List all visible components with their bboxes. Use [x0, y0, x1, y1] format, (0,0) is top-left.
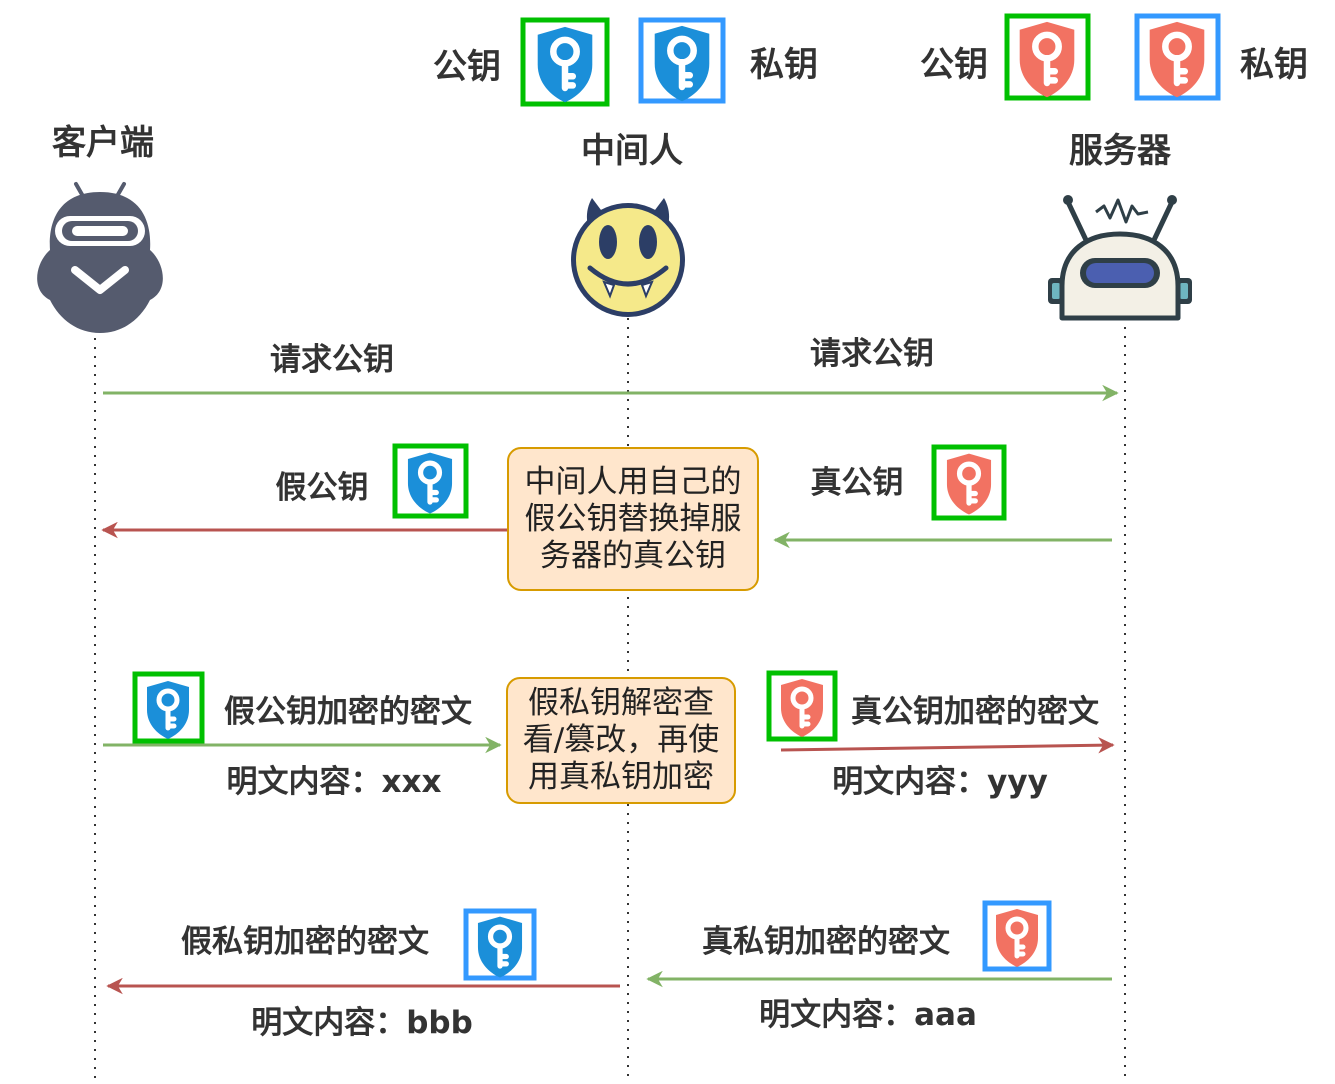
legend-server-public-label: 公钥	[920, 45, 988, 85]
devil-face-icon	[571, 198, 685, 317]
real-pubkey-label: 真公钥	[811, 465, 904, 501]
legend-server-public: 公钥	[920, 13, 1091, 101]
enc-fake-priv-label: 假私钥加密的密文	[181, 924, 429, 960]
legend-mitm-private-label: 私钥	[750, 45, 818, 85]
legend-mitm-public-label: 公钥	[433, 47, 501, 87]
fake-private-key-icon	[478, 917, 522, 978]
real-private-key-icon	[1150, 22, 1205, 97]
request-pubkey-label: 请求公钥	[810, 336, 934, 372]
mitm-label: 中间人	[581, 131, 683, 171]
legend-mitm-public: 公钥	[433, 17, 610, 107]
enc-real-pub-arrow	[780, 736, 1115, 754]
private-key-frame	[982, 900, 1052, 972]
server-label: 服务器	[1069, 131, 1172, 171]
legend-server-private: 私钥	[1134, 13, 1308, 101]
fake-public-key-icon	[538, 27, 593, 102]
real-public-key-icon	[1020, 22, 1075, 97]
public-key-frame	[766, 670, 838, 742]
public-key-frame	[520, 17, 610, 107]
real-public-key-icon	[947, 454, 991, 515]
enc-real-pub-label: 真公钥加密的密文	[851, 694, 1099, 730]
plaintext-yyy-label: 明文内容：yyy	[832, 764, 1048, 800]
fake-pubkey-label: 假公钥	[276, 470, 369, 506]
public-key-frame	[1004, 13, 1091, 101]
public-key-frame	[931, 444, 1007, 521]
fake-public-key-icon	[147, 681, 189, 739]
fake-public-key-icon	[408, 453, 452, 514]
public-key-frame	[132, 671, 205, 744]
fake-private-key-icon	[655, 26, 710, 101]
robot-client-icon	[37, 182, 163, 333]
robot-server-icon	[1048, 195, 1192, 321]
client-label: 客户端	[52, 123, 154, 163]
real-public-key-icon	[781, 679, 823, 737]
private-key-frame	[463, 908, 537, 981]
private-key-frame	[1134, 13, 1221, 101]
request-pubkey-label: 请求公钥	[270, 342, 394, 378]
real-private-key-icon	[996, 909, 1038, 967]
plaintext-aaa-label: 明文内容：aaa	[759, 997, 977, 1033]
plaintext-xxx-label: 明文内容：xxx	[227, 764, 442, 800]
enc-fake-pub-label: 假公钥加密的密文	[224, 694, 472, 730]
enc-real-priv-label: 真私钥加密的密文	[702, 924, 950, 960]
legend-server-private-label: 私钥	[1240, 45, 1308, 85]
mitm-swap-note: 中间人用自己的 假公钥替换掉服 务器的真公钥	[507, 447, 759, 591]
plaintext-bbb-label: 明文内容：bbb	[251, 1005, 473, 1041]
public-key-frame	[392, 443, 469, 519]
mitm-decrypt-note: 假私钥解密查 看/篡改，再使 用真私钥加密	[506, 677, 736, 804]
legend-mitm-private: 私钥	[638, 17, 818, 101]
